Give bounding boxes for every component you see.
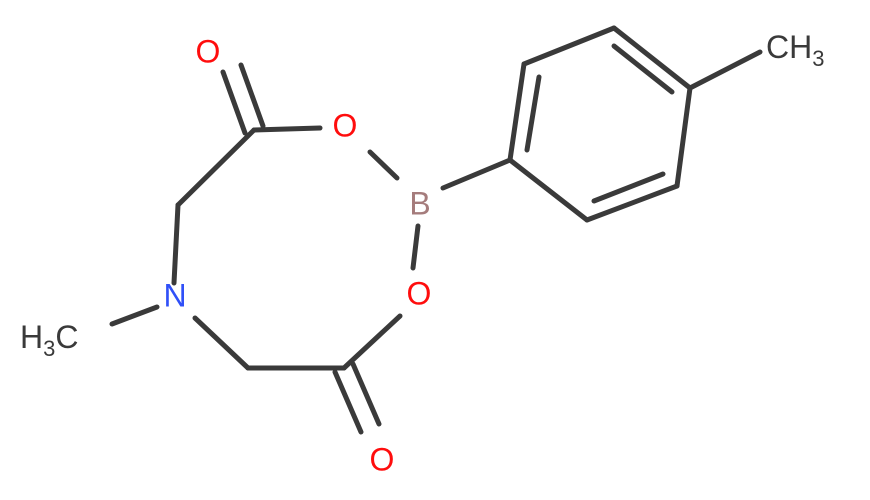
bond-c-o-bottom	[341, 313, 403, 371]
methyl-right-subscript: 3	[812, 46, 824, 71]
bond-ring-4	[674, 85, 693, 189]
bond-ch2-n-top	[171, 202, 181, 286]
methyl-group-right: CH3	[766, 29, 824, 71]
bond-ring-3	[611, 25, 693, 91]
atom-oxygen-ring-top: O	[333, 107, 358, 143]
methyl-left-subscript: 3	[43, 336, 55, 361]
methyl-right-ch: CH	[766, 29, 812, 65]
bond-n-ch2-bottom	[192, 315, 251, 371]
bond-ring-inner-3	[591, 171, 666, 204]
atom-oxygen-carbonyl-top: O	[196, 33, 221, 69]
methyl-left-c: C	[55, 319, 78, 355]
bond-ring-2	[521, 25, 617, 67]
bond-carbonyl-top-2	[238, 62, 266, 129]
atom-oxygen-carbonyl-bottom: O	[370, 441, 395, 477]
atom-boron: B	[409, 185, 430, 221]
atom-oxygen-ring-bottom: O	[407, 275, 432, 311]
atom-nitrogen: N	[163, 277, 186, 313]
bond-ring-6	[507, 157, 590, 223]
methyl-left-h: H	[20, 319, 43, 355]
bond-o-b-top	[367, 149, 400, 181]
bond-c-o-top	[251, 125, 323, 133]
atom-labels: O O B O O N H3C CH3	[20, 29, 824, 477]
bond-carbonyl-bottom-2	[350, 361, 382, 427]
bond-ring-5	[584, 183, 680, 223]
bond-c-ch2-top	[175, 127, 257, 208]
bond-carbonyl-bottom-1	[332, 369, 364, 435]
bond-ring-inner-1	[524, 74, 542, 153]
bond-carbonyl-top-1	[220, 69, 248, 136]
methyl-group-left: H3C	[20, 319, 78, 361]
bond-ring-inner-2	[611, 43, 675, 95]
bond-b-aryl	[440, 157, 513, 191]
bond-n-methyl	[109, 304, 160, 327]
bond-o-b-bottom	[410, 223, 421, 271]
bond-ring-1	[507, 61, 527, 163]
bond-aryl-methyl	[687, 49, 763, 91]
bonds	[109, 25, 763, 435]
